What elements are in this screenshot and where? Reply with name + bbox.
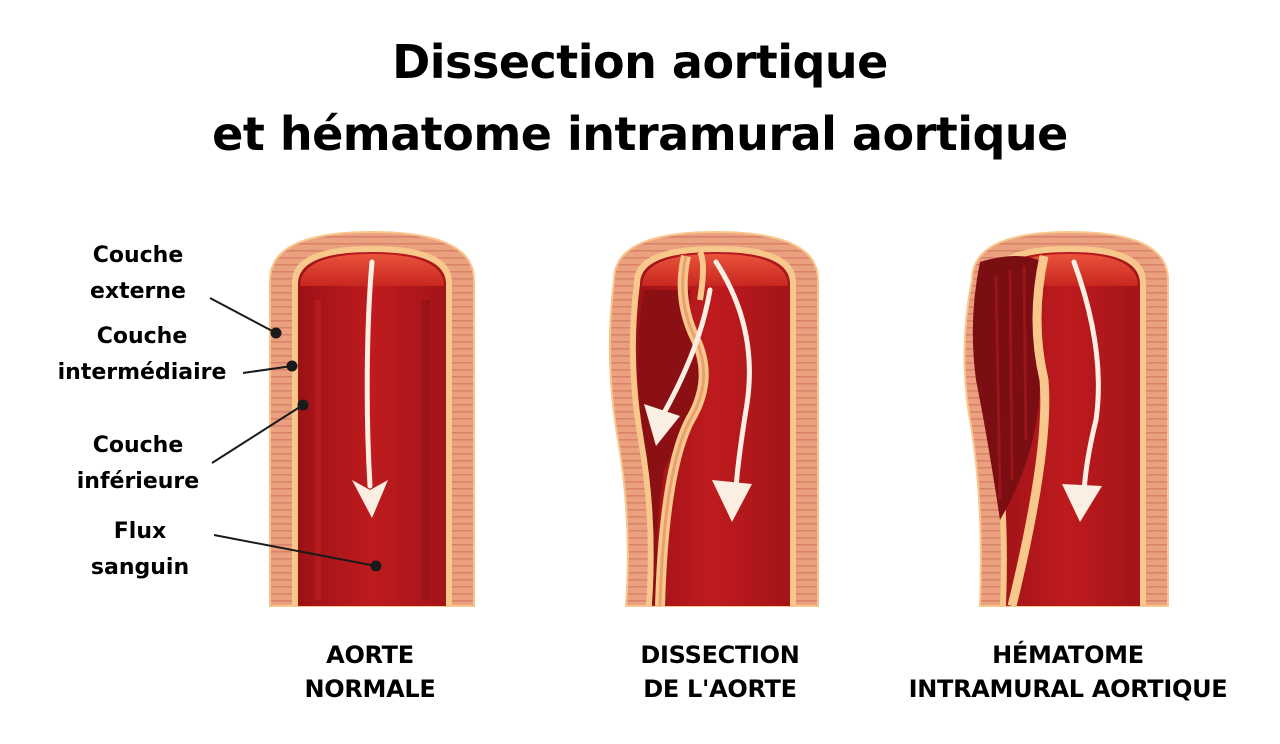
label-inner-line1: Couche xyxy=(92,433,184,458)
label-flow-line2: sanguin xyxy=(90,555,190,580)
flow-arrow-false-lumen xyxy=(657,287,713,423)
flow-arrowhead xyxy=(352,480,388,518)
title-line-1: Dissection aortique xyxy=(392,35,888,89)
caption-normal-line2: NORMALE xyxy=(304,675,436,703)
label-outer-line2: externe xyxy=(90,279,186,304)
normal-aorta xyxy=(269,230,475,607)
caption-dissection: DISSECTION DE L'AORTE xyxy=(540,638,900,706)
caption-normal: AORTE NORMALE xyxy=(190,638,550,706)
label-blood-flow: Flux sanguin xyxy=(74,514,206,586)
label-outer-layer: Couche externe xyxy=(72,238,204,310)
caption-dissection-line1: DISSECTION xyxy=(640,641,800,669)
caption-normal-line1: AORTE xyxy=(326,641,414,669)
hematoma-aorta xyxy=(963,230,1169,608)
label-inner-line2: inférieure xyxy=(76,469,200,494)
label-middle-line2: intermédiaire xyxy=(57,360,227,385)
flow-arrow-true-lumen xyxy=(713,259,752,491)
leader-lines xyxy=(209,297,382,572)
flow-arrow xyxy=(1071,259,1101,495)
caption-dissection-line2: DE L'AORTE xyxy=(643,675,797,703)
label-middle-layer: Couche intermédiaire xyxy=(46,319,238,391)
caption-hematoma: HÉMATOME INTRAMURAL AORTIQUE xyxy=(888,638,1248,706)
label-flow-line1: Flux xyxy=(113,519,167,544)
label-middle-line1: Couche xyxy=(96,324,188,349)
label-outer-line1: Couche xyxy=(92,243,184,268)
title-line-2: et hématome intramural aortique xyxy=(212,107,1068,161)
flow-arrow xyxy=(364,259,375,489)
dissection-aorta xyxy=(608,230,819,607)
label-inner-layer: Couche inférieure xyxy=(68,428,208,500)
caption-hematoma-line1: HÉMATOME xyxy=(992,641,1144,669)
caption-hematoma-line2: INTRAMURAL AORTIQUE xyxy=(908,675,1228,703)
